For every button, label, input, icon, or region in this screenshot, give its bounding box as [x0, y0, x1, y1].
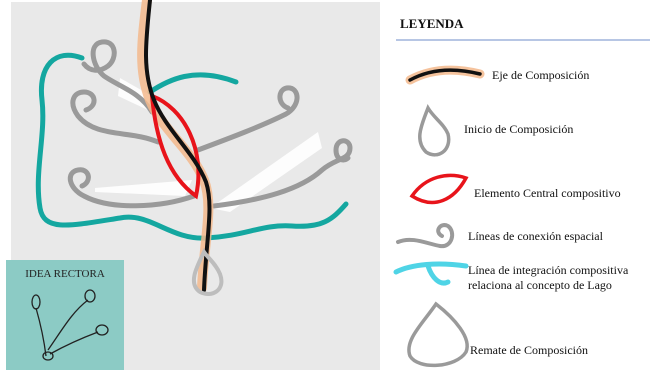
- sketch-bulb-1: [32, 295, 40, 309]
- legend-remate-drop-icon: [409, 304, 467, 365]
- light-plane-left: [95, 180, 192, 196]
- legend-label-axis: Eje de Composición: [492, 68, 589, 83]
- light-plane-right: [210, 132, 322, 212]
- legend-label-central: Elemento Central compositivo: [474, 186, 621, 201]
- integration-line-top: [150, 75, 236, 92]
- composition-diagram: IDEA RECTORA: [0, 0, 380, 372]
- sketch-bulb-3: [96, 325, 108, 335]
- sketch-branch-1: [48, 300, 88, 350]
- sketch-knot: [43, 352, 53, 360]
- idea-rectora-sketch: [6, 260, 124, 370]
- legend-label-integration: Línea de integración compositiva relacio…: [468, 263, 654, 293]
- legend-central-element-icon: [412, 175, 466, 202]
- idea-rectora-box: IDEA RECTORA: [6, 260, 124, 370]
- sketch-bulb-2: [85, 290, 95, 302]
- legend-connection-line-icon: [398, 225, 452, 246]
- legend-label-connection: Líneas de conexión espacial: [468, 229, 603, 244]
- legend-start-drop-icon: [420, 108, 449, 155]
- sketch-branch-2: [50, 332, 98, 354]
- connection-line-right: [198, 88, 297, 150]
- legend: LEYENDA Eje de Composición Inicio de Com…: [382, 0, 657, 372]
- composition-axis-glow: [142, 0, 208, 288]
- legend-integration-line-icon: [396, 264, 466, 283]
- legend-label-start: Inicio de Composición: [464, 122, 573, 137]
- legend-label-remate: Remate de Composición: [470, 343, 588, 358]
- sketch-stem: [36, 308, 46, 356]
